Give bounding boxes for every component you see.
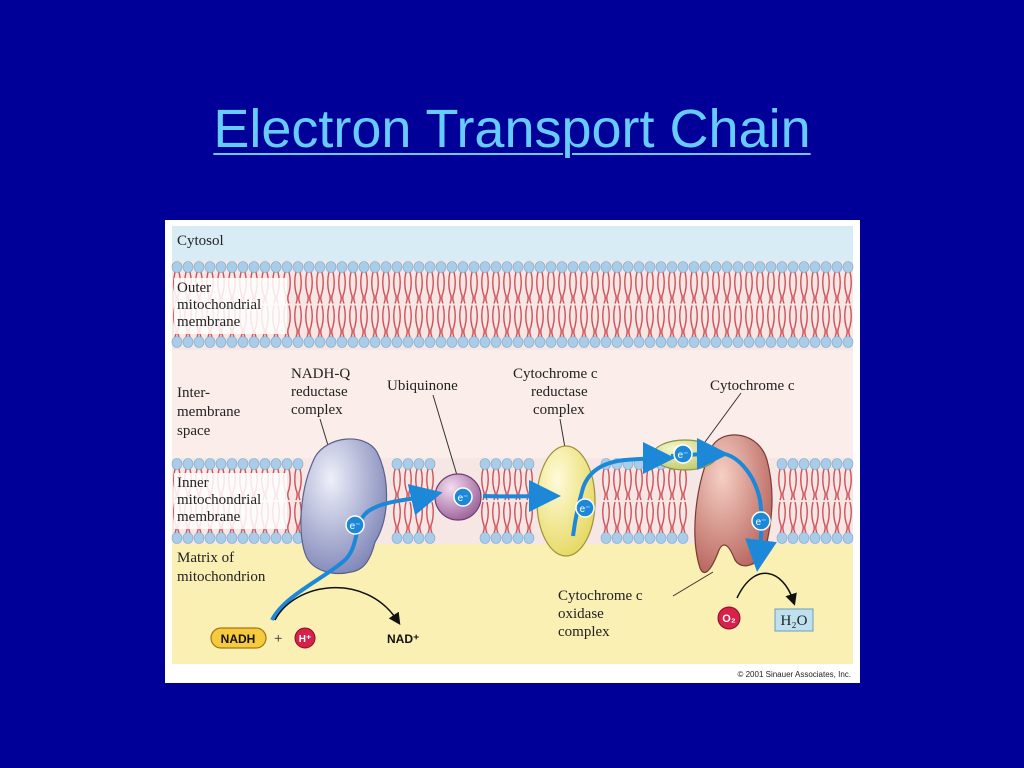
copyright-text: © 2001 Sinauer Associates, Inc. bbox=[737, 670, 851, 679]
plus-sign: + bbox=[274, 631, 282, 647]
inner-membrane-label-1: Inner bbox=[177, 475, 209, 491]
electron-path-5 bbox=[724, 452, 777, 572]
svg-text:e⁻: e⁻ bbox=[580, 504, 591, 515]
etc-diagram: Cytosol Outer mitochondrial membrane Int… bbox=[165, 220, 860, 683]
electron-badge-3: e⁻ bbox=[575, 498, 595, 518]
svg-text:e⁻: e⁻ bbox=[458, 493, 469, 504]
intermembrane-label-2: membrane bbox=[177, 404, 241, 420]
cytosol-label: Cytosol bbox=[177, 233, 224, 249]
intermembrane-label-3: space bbox=[177, 423, 211, 439]
matrix-label-2: mitochondrion bbox=[177, 569, 266, 585]
cyt-c-oxidase-label-2: oxidase bbox=[558, 606, 604, 622]
electron-badge-2: e⁻ bbox=[453, 487, 473, 507]
h-plus-badge: H⁺ bbox=[294, 627, 316, 649]
outer-membrane-label-1: Outer bbox=[177, 280, 211, 296]
nadh-reaction-arrow bbox=[274, 587, 401, 625]
inner-membrane-label-3: membrane bbox=[177, 509, 241, 525]
electron-badge-5: e⁻ bbox=[751, 511, 771, 531]
svg-text:e⁻: e⁻ bbox=[678, 450, 689, 461]
nadh-badge: NADH bbox=[210, 627, 267, 649]
svg-text:e⁻: e⁻ bbox=[350, 521, 361, 532]
nad-plus-label: NAD⁺ bbox=[387, 632, 419, 646]
matrix-label-1: Matrix of bbox=[177, 550, 234, 566]
svg-text:H₂O: H₂O bbox=[781, 613, 808, 629]
cyt-c-reductase-label-2: reductase bbox=[531, 384, 588, 400]
outer-lipid-heads bbox=[171, 261, 854, 348]
nadh-q-label-1: NADH-Q bbox=[291, 366, 350, 382]
cyt-c-oxidase-label-1: Cytochrome c bbox=[558, 588, 643, 604]
cyt-c-reductase-label-3: complex bbox=[533, 402, 585, 418]
nadh-q-label-2: reductase bbox=[291, 384, 348, 400]
cyt-c-label: Cytochrome c bbox=[710, 378, 795, 394]
h2o-badge: H₂O bbox=[774, 608, 814, 632]
electron-path-1 bbox=[270, 484, 443, 622]
ubiquinone-label: Ubiquinone bbox=[387, 378, 458, 394]
inner-membrane-label-2: mitochondrial bbox=[177, 492, 261, 508]
outer-membrane-label-3: membrane bbox=[177, 314, 241, 330]
svg-text:O₂: O₂ bbox=[722, 613, 736, 625]
outer-membrane-label-2: mitochondrial bbox=[177, 297, 261, 313]
inner-lipid-heads bbox=[171, 458, 854, 544]
svg-text:H⁺: H⁺ bbox=[299, 634, 312, 645]
svg-text:NADH: NADH bbox=[221, 632, 256, 646]
electron-badge-1: e⁻ bbox=[345, 515, 365, 535]
cyt-c-oxidase-label-3: complex bbox=[558, 624, 610, 640]
cyt-c-reductase-label-1: Cytochrome c bbox=[513, 366, 598, 382]
nadh-q-reductase-complex bbox=[300, 438, 388, 575]
etc-diagram-svg: Cytosol Outer mitochondrial membrane Int… bbox=[171, 226, 854, 679]
oxygen-reaction-arrow bbox=[736, 572, 797, 606]
nadh-q-label-3: complex bbox=[291, 402, 343, 418]
intermembrane-label-1: Inter- bbox=[177, 385, 210, 401]
cytosol-region bbox=[172, 226, 853, 261]
o2-badge: O₂ bbox=[717, 606, 741, 630]
electron-badge-4: e⁻ bbox=[673, 444, 693, 464]
svg-text:e⁻: e⁻ bbox=[756, 517, 767, 528]
slide-title: Electron Transport Chain bbox=[213, 99, 811, 159]
